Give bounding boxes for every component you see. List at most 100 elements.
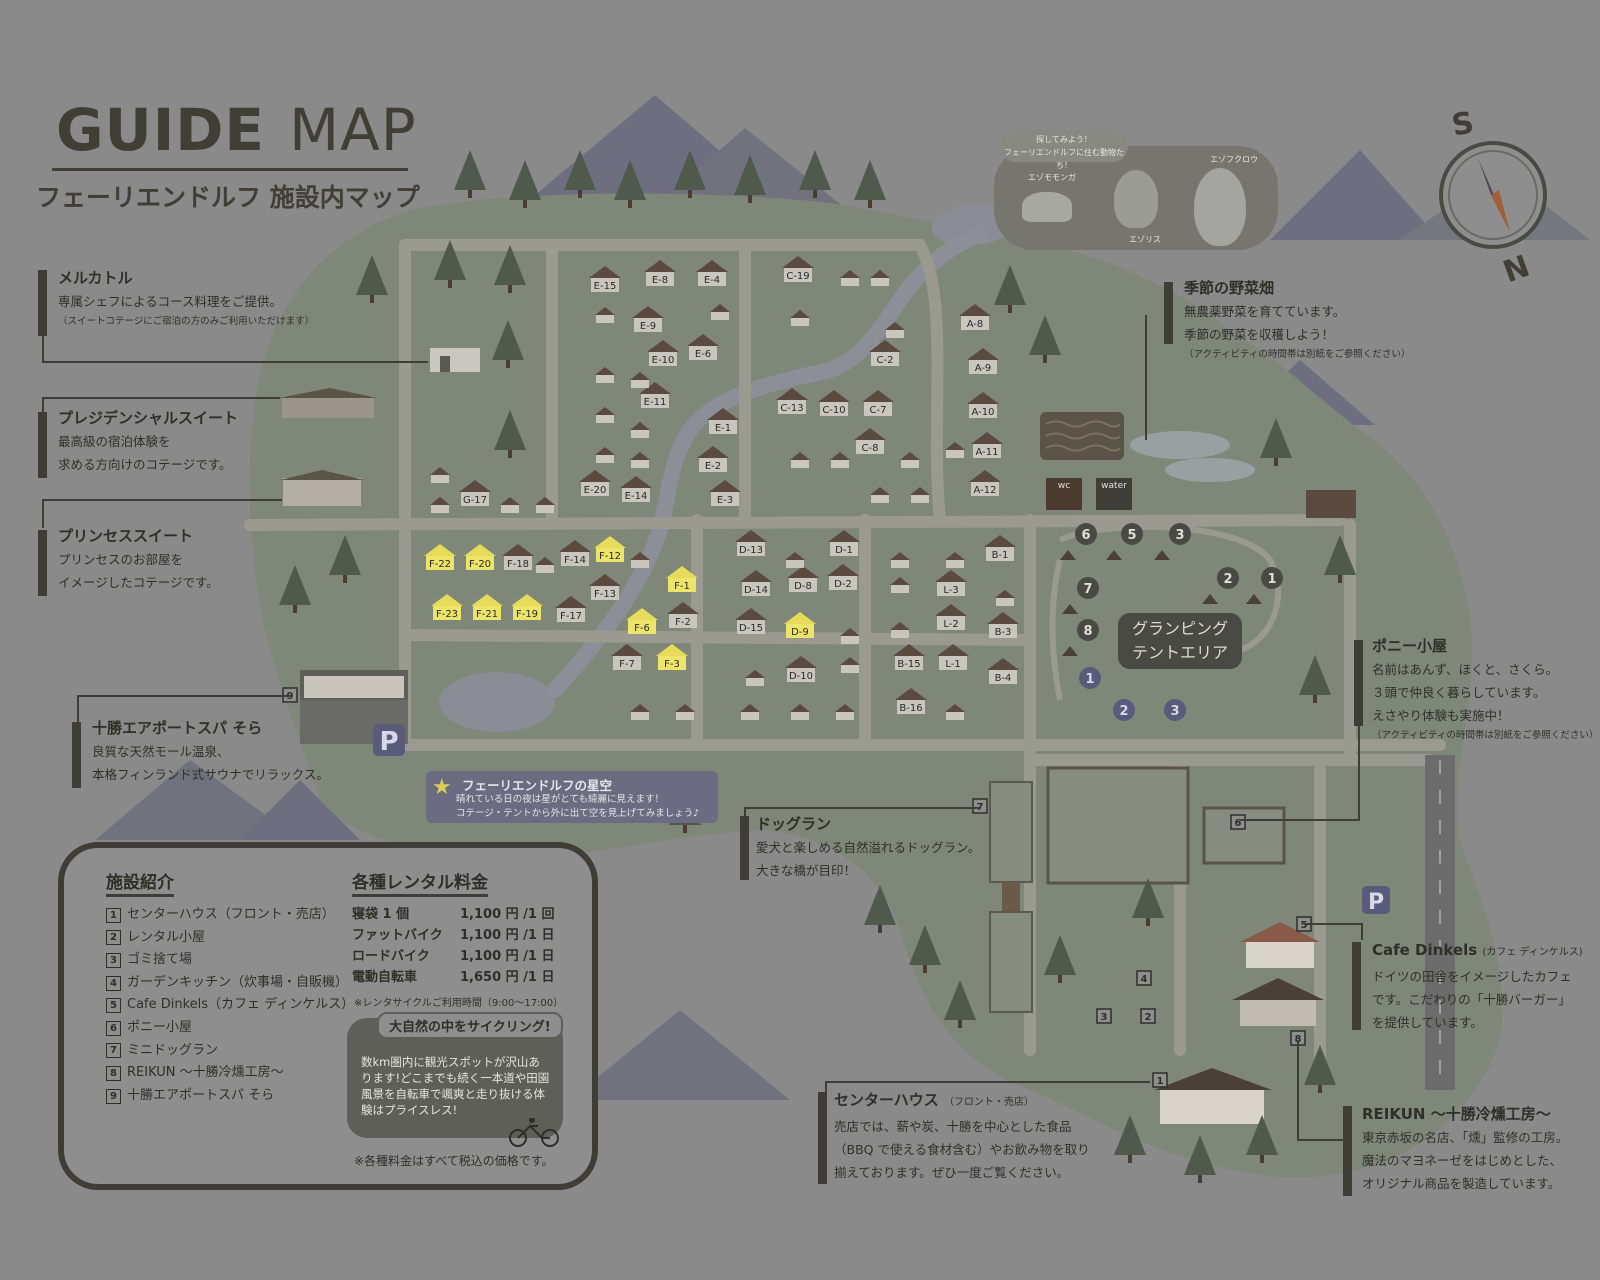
cottage-f-23[interactable]: F-23 <box>431 594 463 620</box>
cottage-c-10[interactable]: C-10 <box>818 390 850 416</box>
tent-5[interactable]: 5 <box>1121 523 1143 545</box>
glamping-marker-1[interactable]: 1 <box>1079 667 1101 689</box>
cottage-label: E-14 <box>625 491 648 502</box>
cottage-e-10[interactable]: E-10 <box>647 340 679 366</box>
cottage-b-4[interactable]: B-4 <box>987 658 1019 684</box>
cottage-f-3[interactable]: F-3 <box>656 644 688 670</box>
cottage-f-19[interactable]: F-19 <box>511 594 543 620</box>
tree-icon <box>1132 878 1164 926</box>
parking-sign[interactable] <box>373 724 405 756</box>
cottage-d-14[interactable]: D-14 <box>740 570 772 596</box>
cottage-e-3[interactable]: E-3 <box>709 480 741 506</box>
cottage-c-13[interactable]: C-13 <box>776 388 808 414</box>
cottage-e-6[interactable]: E-6 <box>687 334 719 360</box>
cottage-l-3[interactable]: L-3 <box>935 570 967 596</box>
facility-marker-number: 9 <box>287 691 294 702</box>
wildlife-tag: 探してみよう！ フェーリエンドルフに住む動物たち！ <box>1000 130 1128 170</box>
cottage-a-12[interactable]: A-12 <box>969 470 1001 496</box>
cottage-f-14[interactable]: F-14 <box>559 540 591 566</box>
tree-icon <box>1029 315 1061 363</box>
cottage-f-18[interactable]: F-18 <box>502 544 534 570</box>
cottage-b-16[interactable]: B-16 <box>895 688 927 714</box>
cottage-icon <box>910 487 930 503</box>
cottage-icon <box>630 704 650 720</box>
pony-title: ポニー小屋 <box>1372 637 1448 655</box>
tree-icon <box>494 410 526 458</box>
cottage-e-8[interactable]: E-8 <box>644 260 676 286</box>
facility-marker-2[interactable]: 2 <box>1140 1008 1156 1024</box>
facility-number: 4 <box>106 975 121 991</box>
cottage-f-22[interactable]: F-22 <box>424 544 456 570</box>
cottage-e-1[interactable]: E-1 <box>707 408 739 434</box>
facility-marker-4[interactable]: 4 <box>1136 970 1152 986</box>
cottage-c-2[interactable]: C-2 <box>869 340 901 366</box>
cottage-icon <box>945 704 965 720</box>
cottage-d-10[interactable]: D-10 <box>785 656 817 682</box>
cottage-f-17[interactable]: F-17 <box>555 596 587 622</box>
cottage-c-19[interactable]: C-19 <box>782 256 814 282</box>
cottage-icon <box>745 670 765 686</box>
tent-7[interactable]: 7 <box>1077 577 1099 599</box>
cottage-label: E-2 <box>705 461 721 472</box>
cottage-f-20[interactable]: F-20 <box>464 544 496 570</box>
cottage-a-8[interactable]: A-8 <box>959 304 991 330</box>
cottage-f-6[interactable]: F-6 <box>626 608 658 634</box>
cottage-icon <box>595 447 615 463</box>
cottage-d-2[interactable]: D-2 <box>827 564 859 590</box>
cottage-icon <box>890 552 910 568</box>
facility-marker-6[interactable]: 6 <box>1230 814 1246 830</box>
facility-marker-7[interactable]: 7 <box>972 798 988 814</box>
cottage-f-1[interactable]: F-1 <box>666 566 698 592</box>
cottage-f-2[interactable]: F-2 <box>667 602 699 628</box>
cottage-a-9[interactable]: A-9 <box>967 348 999 374</box>
glamping-marker-2[interactable]: 2 <box>1113 699 1135 721</box>
tent-1[interactable]: 1 <box>1261 567 1283 589</box>
cottage-icon <box>595 367 615 383</box>
tent-6[interactable]: 6 <box>1075 523 1097 545</box>
facility-marker-1[interactable]: 1 <box>1152 1072 1168 1088</box>
cottage-d-1[interactable]: D-1 <box>828 530 860 556</box>
cottage-f-12[interactable]: F-12 <box>594 536 626 562</box>
cottage-d-15[interactable]: D-15 <box>735 608 767 634</box>
cottage-e-20[interactable]: E-20 <box>579 470 611 496</box>
cottage-label: F-23 <box>436 609 458 620</box>
tax-note: ※各種料金はすべて税込の価格です。 <box>354 1154 554 1168</box>
tent-3[interactable]: 3 <box>1169 523 1191 545</box>
cottage-a-11[interactable]: A-11 <box>971 432 1003 458</box>
cottage-icon <box>890 577 910 593</box>
cottage-c-7[interactable]: C-7 <box>862 390 894 416</box>
facility-marker-3[interactable]: 3 <box>1096 1008 1112 1024</box>
merkatol-callout: メルカトル 専属シェフによるコース料理をご提供。 （スイートコテージにご宿泊の方… <box>58 266 314 331</box>
cottage-d-8[interactable]: D-8 <box>787 566 819 592</box>
cottage-e-15[interactable]: E-15 <box>589 266 621 292</box>
cottage-e-2[interactable]: E-2 <box>697 446 729 472</box>
cottage-icon <box>790 310 810 326</box>
cottage-e-4[interactable]: E-4 <box>696 260 728 286</box>
cottage-e-9[interactable]: E-9 <box>632 306 664 332</box>
cottage-c-8[interactable]: C-8 <box>854 428 886 454</box>
river <box>547 227 988 698</box>
rental-item-price: 1,100 円 /1 回 <box>460 907 555 922</box>
cottage-f-13[interactable]: F-13 <box>589 574 621 600</box>
tent-2[interactable]: 2 <box>1217 567 1239 589</box>
parking-sign[interactable] <box>1362 886 1390 914</box>
cottage-d-13[interactable]: D-13 <box>735 530 767 556</box>
glamping-marker-3[interactable]: 3 <box>1164 699 1186 721</box>
tent-8[interactable]: 8 <box>1077 619 1099 641</box>
cottage-f-7[interactable]: F-7 <box>611 644 643 670</box>
cottage-b-15[interactable]: B-15 <box>893 644 925 670</box>
cottage-l-1[interactable]: L-1 <box>937 644 969 670</box>
cottage-b-1[interactable]: B-1 <box>984 535 1016 561</box>
cottage-e-11[interactable]: E-11 <box>639 382 671 408</box>
cottage-f-21[interactable]: F-21 <box>471 594 503 620</box>
cottage-g-17[interactable]: G-17 <box>459 480 491 506</box>
cottage-d-9[interactable]: D-9 <box>784 612 816 638</box>
cottage-icon <box>630 452 650 468</box>
cottage-b-3[interactable]: B-3 <box>987 612 1019 638</box>
cottage-a-10[interactable]: A-10 <box>967 392 999 418</box>
airport-spa-title: 十勝エアポートスパ そら <box>92 719 263 737</box>
cottage-l-2[interactable]: L-2 <box>935 604 967 630</box>
cottage-e-14[interactable]: E-14 <box>620 476 652 502</box>
